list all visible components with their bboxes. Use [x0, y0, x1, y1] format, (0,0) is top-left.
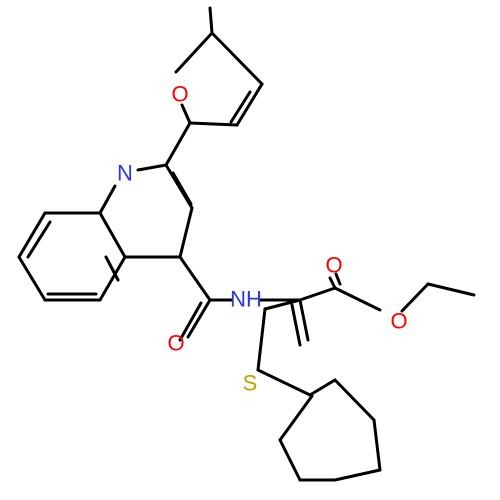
- atom-label-o-ester: O: [390, 309, 407, 334]
- atom-labels-group: O N O NH O O S: [117, 82, 408, 396]
- bond-line: [136, 163, 168, 172]
- bond-line: [17, 211, 47, 259]
- bond-line: [278, 438, 302, 482]
- bond-line: [298, 298, 310, 342]
- bond-line: [256, 307, 267, 372]
- bond-line: [188, 121, 239, 127]
- bond-line: [98, 211, 127, 259]
- bond-line: [308, 378, 337, 397]
- bond-line: [186, 298, 212, 339]
- bond-line: [298, 286, 337, 302]
- bond-line: [104, 255, 120, 282]
- bond-line: [328, 276, 337, 290]
- bond-line: [229, 90, 252, 124]
- bonds-group: [17, 6, 476, 482]
- bond-line: [334, 272, 342, 286]
- atom-label-o-furan: O: [171, 82, 188, 107]
- bond-line: [290, 303, 302, 347]
- bond-line: [174, 31, 214, 74]
- bond-line: [333, 286, 382, 312]
- bond-line: [256, 368, 312, 397]
- bond-line: [178, 301, 203, 342]
- bond-line: [180, 103, 192, 125]
- bond-line: [263, 298, 302, 311]
- bond-line: [171, 171, 193, 206]
- bond-line: [17, 255, 47, 302]
- atom-label-s-thiophene: S: [243, 371, 258, 396]
- atom-label-o-ester-carbonyl: O: [325, 253, 342, 278]
- bond-line: [178, 255, 212, 302]
- bond-line: [98, 255, 127, 302]
- bond-line: [278, 394, 314, 442]
- bond-line: [372, 418, 382, 472]
- bond-line: [208, 6, 214, 35]
- bond-line: [333, 468, 382, 482]
- bond-line: [426, 282, 476, 297]
- bond-line: [178, 206, 194, 259]
- bond-line: [26, 220, 52, 259]
- bond-line: [98, 184, 117, 215]
- atom-label-n-quinoline: N: [117, 161, 133, 186]
- bond-line: [210, 31, 264, 86]
- atom-label-o-amide: O: [167, 331, 184, 356]
- atom-label-nh-amide: NH: [230, 287, 262, 312]
- bond-line: [400, 282, 430, 313]
- bond-line: [333, 378, 376, 422]
- bond-line: [164, 121, 192, 167]
- bond-line: [235, 82, 264, 127]
